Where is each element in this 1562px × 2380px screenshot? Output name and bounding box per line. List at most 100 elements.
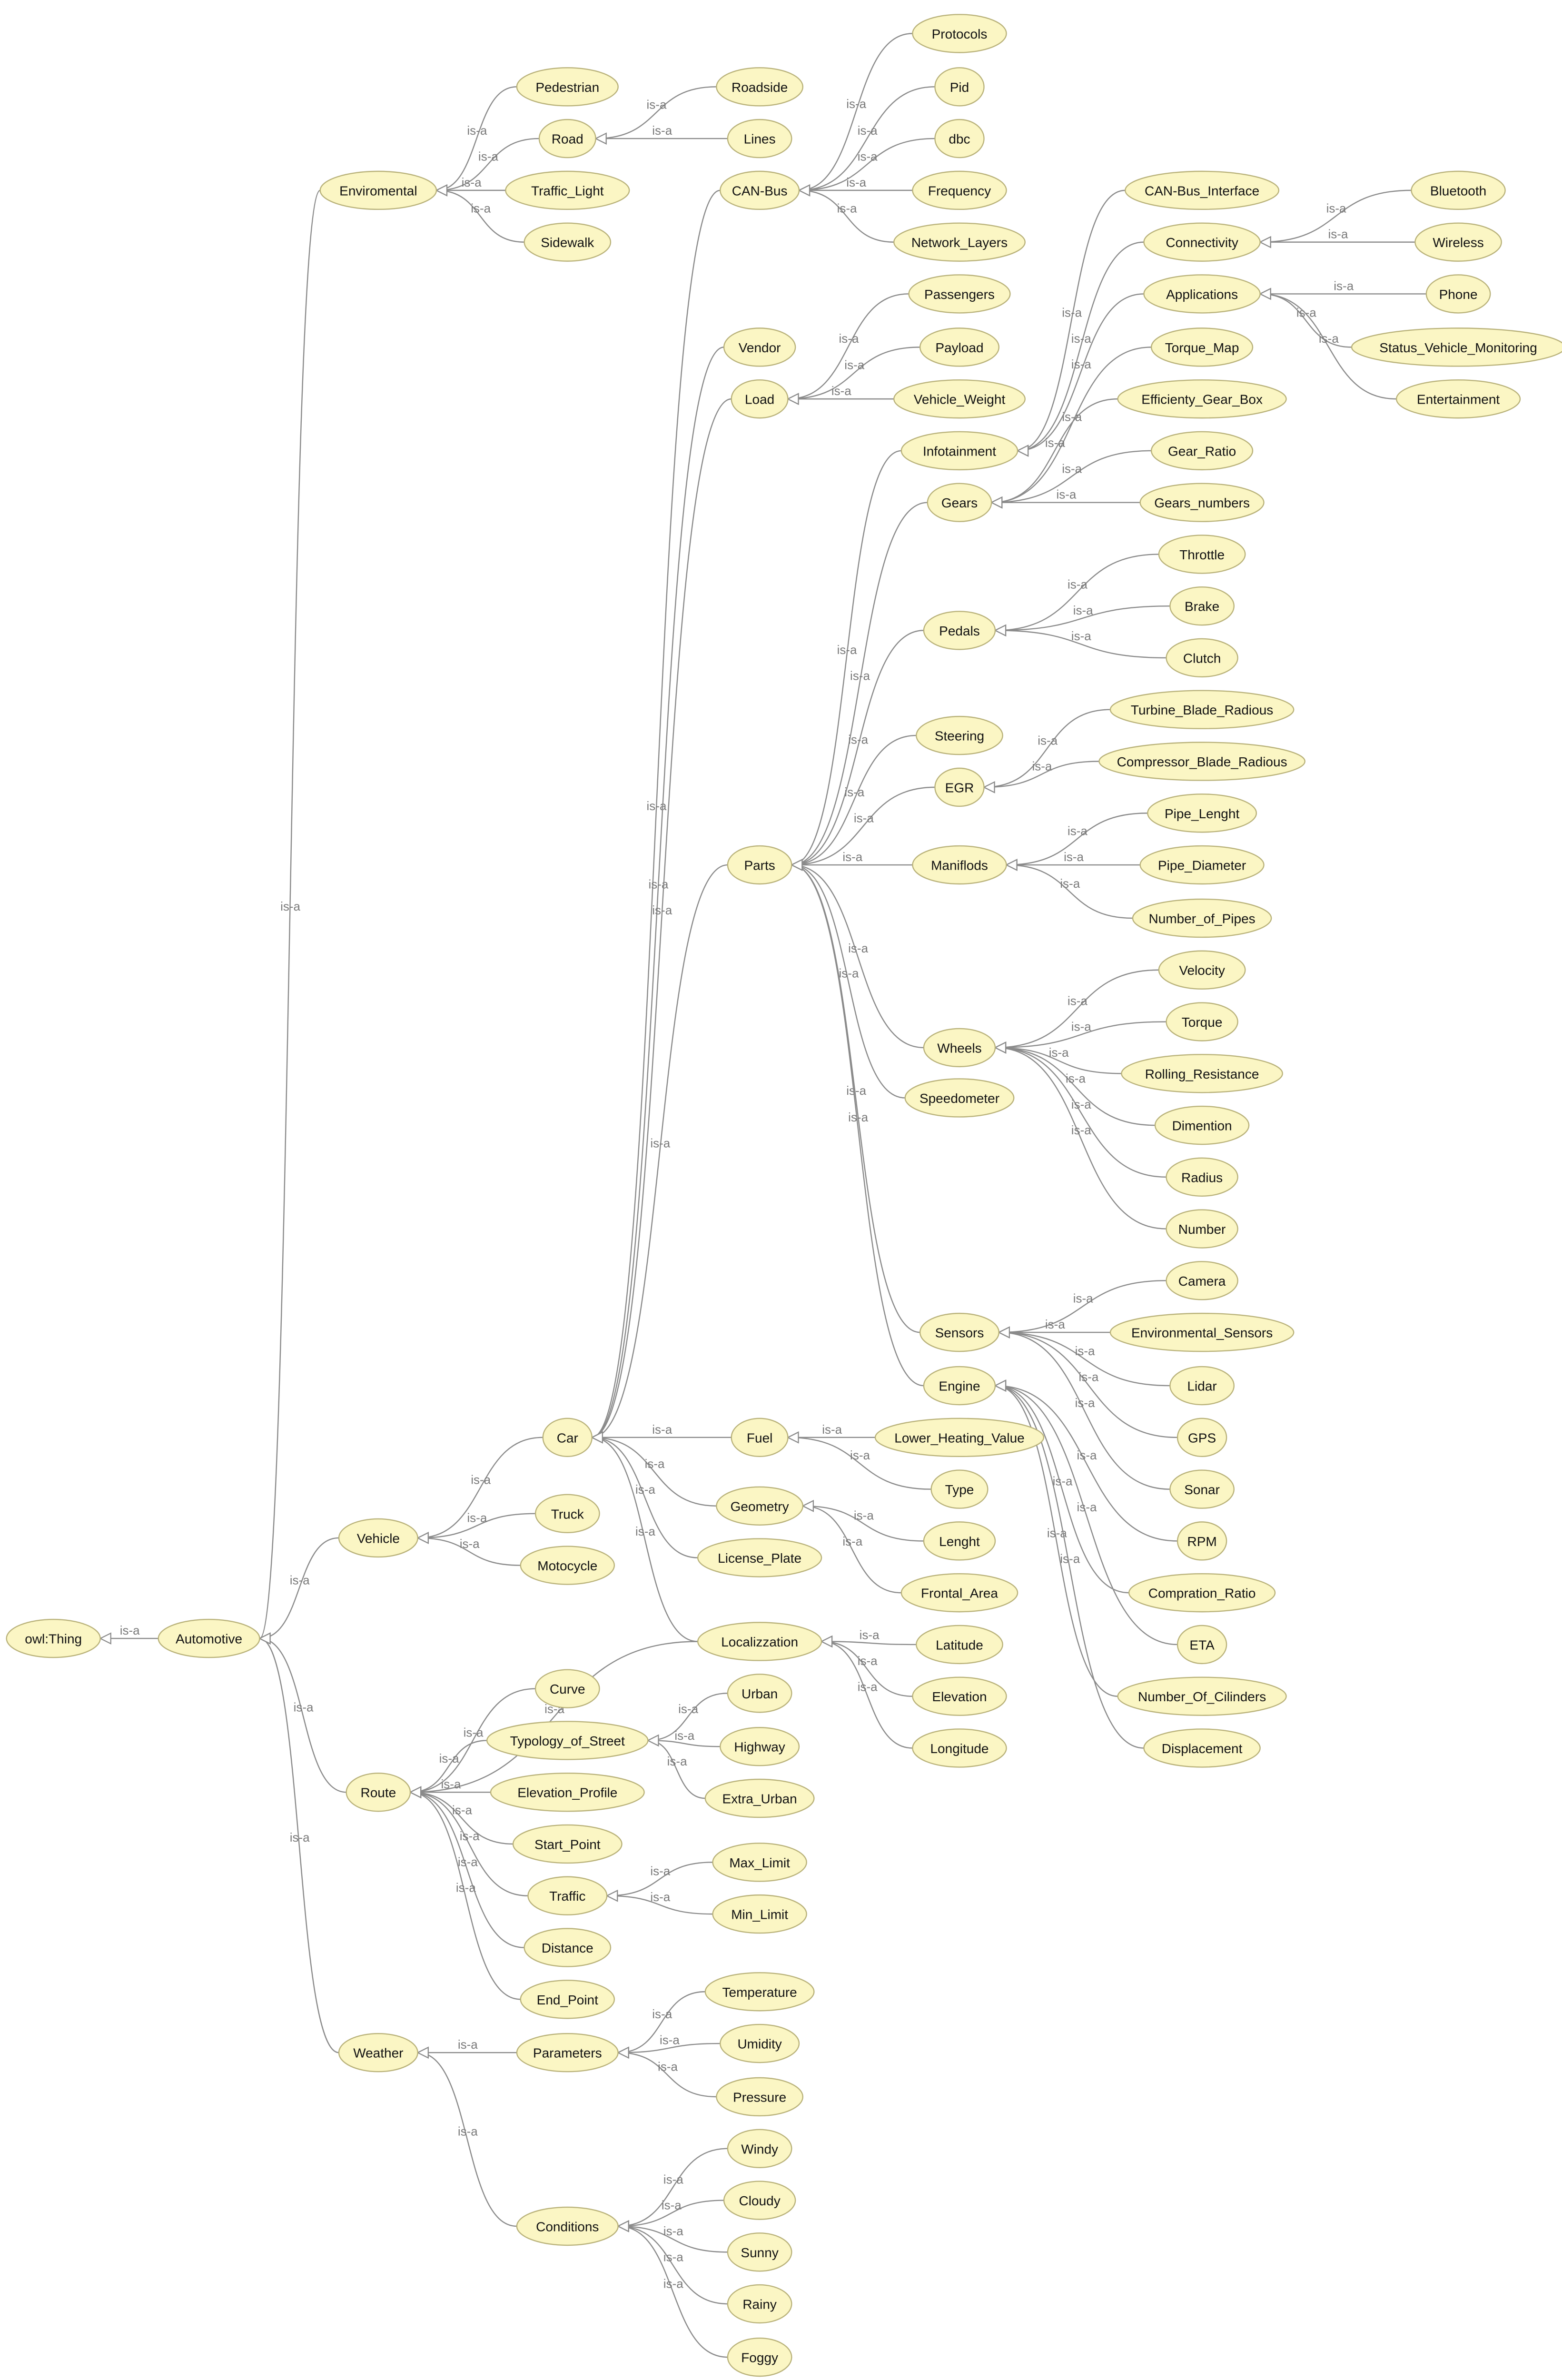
class-node-license-plate[interactable]: License_Plate [697, 1538, 822, 1577]
class-node-vehicle[interactable]: Vehicle [338, 1518, 418, 1558]
class-node-gear-ratio[interactable]: Gear_Ratio [1151, 431, 1254, 471]
class-node-camera[interactable]: Camera [1166, 1261, 1238, 1300]
class-node-start-point[interactable]: Start_Point [512, 1824, 623, 1864]
class-node-lenght[interactable]: Lenght [923, 1521, 996, 1561]
class-node-urban[interactable]: Urban [727, 1674, 792, 1713]
class-node-torque[interactable]: Torque [1166, 1002, 1238, 1041]
class-node-motocycle[interactable]: Motocycle [520, 1546, 615, 1585]
class-node-conditions[interactable]: Conditions [516, 2206, 619, 2246]
class-node-localizzation[interactable]: Localizzation [697, 1622, 822, 1661]
class-node-network-layers[interactable]: Network_Layers [893, 222, 1026, 262]
class-node-end-point[interactable]: End_Point [520, 1980, 615, 2019]
class-node-protocols[interactable]: Protocols [912, 14, 1007, 53]
class-node-sunny[interactable]: Sunny [727, 2232, 792, 2272]
class-node-latitude[interactable]: Latitude [916, 1625, 1003, 1665]
class-node-dbc[interactable]: dbc [934, 119, 985, 159]
class-node-egr[interactable]: EGR [934, 767, 985, 807]
class-node-engine[interactable]: Engine [923, 1366, 996, 1406]
class-node-roadside[interactable]: Roadside [716, 67, 804, 107]
class-node-min-limit[interactable]: Min_Limit [712, 1894, 807, 1934]
class-node-vendor[interactable]: Vendor [723, 327, 796, 367]
class-node-pipe-lenght[interactable]: Pipe_Lenght [1147, 793, 1257, 833]
class-node-connectivity[interactable]: Connectivity [1143, 222, 1261, 262]
class-node-payload[interactable]: Payload [919, 327, 1000, 367]
class-node-sensors[interactable]: Sensors [919, 1312, 1000, 1352]
class-node-frontal-area[interactable]: Frontal_Area [900, 1573, 1018, 1613]
class-node-lines[interactable]: Lines [727, 119, 792, 159]
class-node-extra-urban[interactable]: Extra_Urban [704, 1778, 815, 1818]
class-node-frequency[interactable]: Frequency [912, 170, 1007, 210]
class-node-number[interactable]: Number [1166, 1209, 1238, 1249]
class-node-applications[interactable]: Applications [1143, 274, 1261, 314]
class-node-infotainment[interactable]: Infotainment [900, 431, 1018, 471]
class-node-environmental-sensors[interactable]: Environmental_Sensors [1109, 1312, 1295, 1352]
class-node-gears[interactable]: Gears [927, 483, 992, 522]
class-node-wheels[interactable]: Wheels [923, 1028, 996, 1068]
class-node-truck[interactable]: Truck [534, 1494, 600, 1533]
class-node-rainy[interactable]: Rainy [727, 2284, 792, 2324]
class-node-automotive[interactable]: Automotive [158, 1618, 260, 1658]
class-node-umidity[interactable]: Umidity [720, 2023, 800, 2063]
class-node-geometry[interactable]: Geometry [716, 1486, 804, 1526]
class-node-sonar[interactable]: Sonar [1169, 1469, 1235, 1509]
class-node-wireless[interactable]: Wireless [1414, 222, 1502, 262]
class-node-pipe-diameter[interactable]: Pipe_Diameter [1139, 845, 1265, 885]
class-node-entertainment[interactable]: Entertainment [1395, 379, 1521, 419]
class-node-type[interactable]: Type [930, 1469, 989, 1509]
class-node-gears-numbers[interactable]: Gears_numbers [1139, 483, 1265, 522]
class-node-max-limit[interactable]: Max_Limit [712, 1843, 807, 1882]
class-node-gps[interactable]: GPS [1176, 1418, 1227, 1458]
class-node-maniflods[interactable]: Maniflods [912, 845, 1007, 885]
class-node-fuel[interactable]: Fuel [731, 1418, 789, 1458]
class-node-route[interactable]: Route [346, 1773, 411, 1812]
class-node-parts[interactable]: Parts [727, 845, 792, 885]
class-node-load[interactable]: Load [731, 379, 789, 419]
class-node-efficienty-gear-box[interactable]: Efficienty_Gear_Box [1117, 379, 1287, 419]
class-node-lidar[interactable]: Lidar [1169, 1366, 1235, 1406]
class-node-steering[interactable]: Steering [916, 715, 1003, 755]
class-node-turbine-blade-radious[interactable]: Turbine_Blade_Radious [1109, 690, 1295, 729]
class-node-car[interactable]: Car [542, 1418, 593, 1458]
class-node-longitude[interactable]: Longitude [912, 1728, 1007, 1768]
class-node-velocity[interactable]: Velocity [1158, 950, 1246, 990]
class-node-torque-map[interactable]: Torque_Map [1151, 327, 1254, 367]
class-node-throttle[interactable]: Throttle [1158, 535, 1246, 574]
class-node-eta[interactable]: ETA [1176, 1625, 1227, 1665]
class-node-phone[interactable]: Phone [1425, 274, 1491, 314]
class-node-number-of-pipes[interactable]: Number_of_Pipes [1132, 898, 1272, 938]
class-node-highway[interactable]: Highway [720, 1727, 800, 1766]
class-node-pedestrian[interactable]: Pedestrian [516, 67, 619, 107]
class-node-temperature[interactable]: Temperature [704, 1972, 815, 2012]
class-node-owl-thing[interactable]: owl:Thing [6, 1618, 101, 1658]
class-node-distance[interactable]: Distance [524, 1928, 612, 1967]
class-node-can-bus-interface[interactable]: CAN-Bus_Interface [1125, 170, 1280, 210]
class-node-windy[interactable]: Windy [727, 2129, 792, 2168]
class-node-can-bus[interactable]: CAN-Bus [720, 170, 800, 210]
class-node-pedals[interactable]: Pedals [923, 611, 996, 650]
class-node-speedometer[interactable]: Speedometer [904, 1078, 1015, 1118]
class-node-dimention[interactable]: Dimention [1154, 1105, 1250, 1145]
class-node-typology-of-street[interactable]: Typology_of_Street [486, 1721, 649, 1760]
class-node-weather[interactable]: Weather [338, 2033, 418, 2073]
class-node-passengers[interactable]: Passengers [908, 274, 1011, 314]
class-node-sidewalk[interactable]: Sidewalk [524, 222, 612, 262]
class-node-elevation-profile[interactable]: Elevation_Profile [490, 1773, 645, 1812]
class-node-enviromental[interactable]: Enviromental [319, 170, 437, 210]
class-node-lower-heating-value[interactable]: Lower_Heating_Value [874, 1418, 1045, 1458]
class-node-pressure[interactable]: Pressure [716, 2077, 804, 2117]
class-node-brake[interactable]: Brake [1169, 586, 1235, 626]
class-node-compration-ratio[interactable]: Compration_Ratio [1128, 1573, 1276, 1613]
class-node-foggy[interactable]: Foggy [727, 2337, 792, 2377]
class-node-compressor-blade-radious[interactable]: Compressor_Blade_Radious [1098, 742, 1305, 781]
class-node-clutch[interactable]: Clutch [1166, 638, 1238, 678]
class-node-traffic[interactable]: Traffic [527, 1876, 608, 1915]
class-node-road[interactable]: Road [538, 119, 596, 159]
class-node-displacement[interactable]: Displacement [1143, 1728, 1261, 1768]
class-node-curve[interactable]: Curve [534, 1669, 600, 1708]
class-node-vehicle-weight[interactable]: Vehicle_Weight [893, 379, 1026, 419]
class-node-bluetooth[interactable]: Bluetooth [1411, 170, 1506, 210]
class-node-status-vehicle-monitoring[interactable]: Status_Vehicle_Monitoring [1351, 327, 1562, 367]
class-node-pid[interactable]: Pid [934, 67, 985, 107]
class-node-radius[interactable]: Radius [1166, 1157, 1238, 1197]
class-node-number-of-cilinders[interactable]: Number_Of_Cilinders [1117, 1676, 1287, 1716]
